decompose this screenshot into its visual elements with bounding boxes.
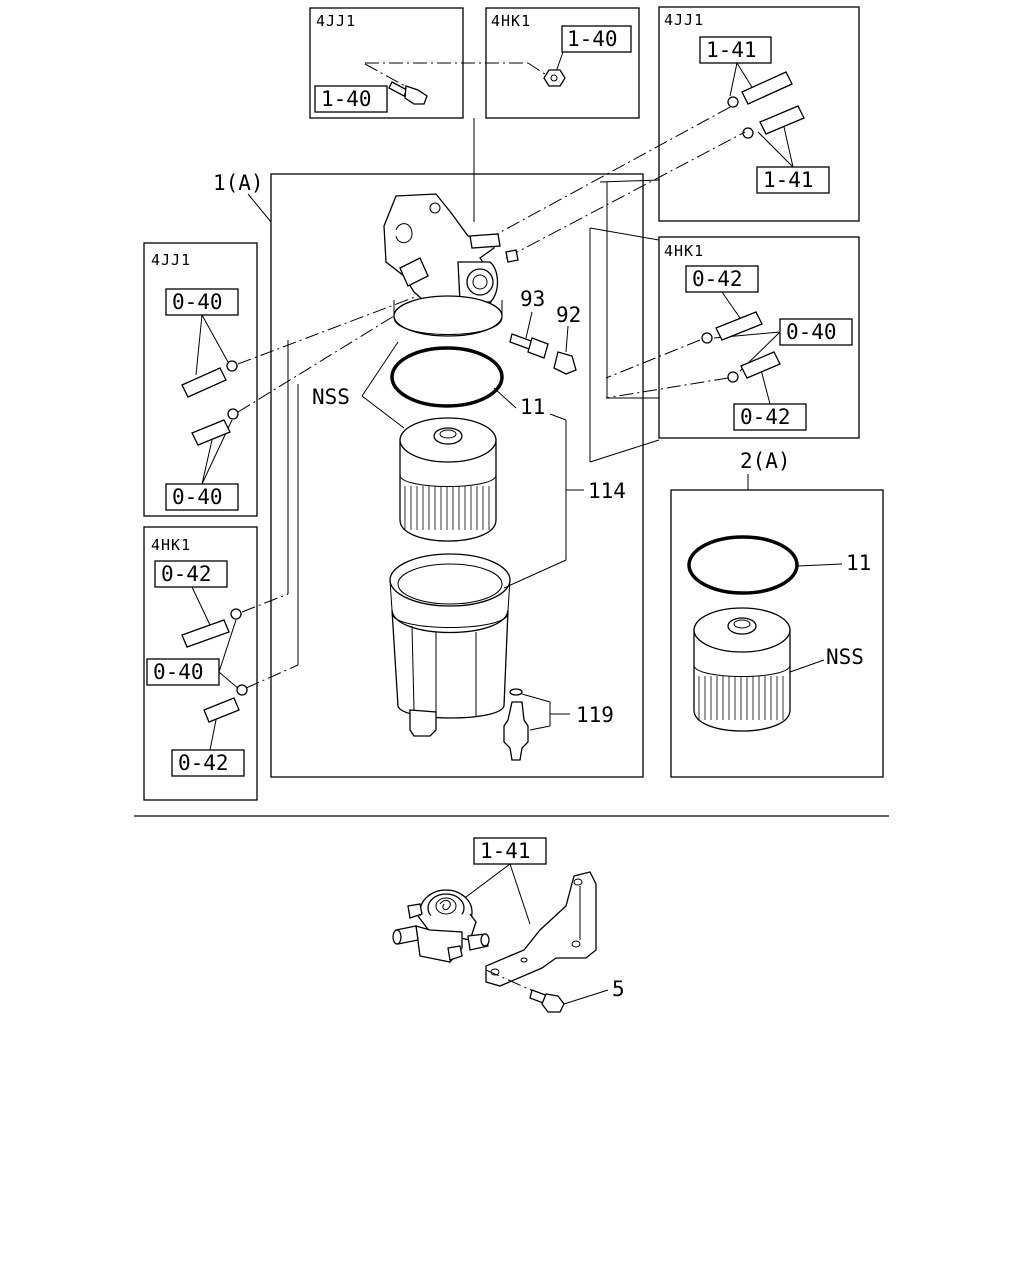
- inset-mid-right-engine: 4HK1: [664, 242, 704, 260]
- filter-element-icon: [399, 417, 497, 542]
- bottom-assembly-ref: 1-41: [480, 839, 531, 863]
- water-sensor-icon: [503, 688, 529, 761]
- assembly-kit: 2(A) 11 NSS: [670, 449, 884, 778]
- inset-mid-right-ref-a: 0-42: [692, 267, 743, 291]
- hose-clamp-icon: [181, 360, 239, 446]
- inset-left-lower: 4HK1 0-42 0-40 0-42: [143, 526, 258, 801]
- inset-left-upper-ref-b: 0-40: [172, 485, 223, 509]
- filter-element-icon: [693, 607, 791, 732]
- hose-clamp-icon: [181, 608, 248, 723]
- callout-11: 11: [520, 395, 545, 419]
- filter-bowl-icon: [389, 553, 511, 737]
- assembly-main-callout: 1(A): [213, 171, 264, 195]
- priming-pump-icon: [392, 889, 490, 963]
- callout-nss: NSS: [312, 385, 350, 409]
- inset-top-right-ref-b: 1-41: [763, 168, 814, 192]
- bolt-icon: [388, 81, 428, 105]
- bolt-icon: [485, 969, 565, 1013]
- callout-5: 5: [612, 977, 625, 1001]
- inset-mid-right: 4HK1 0-42 0-40 0-42: [658, 236, 860, 439]
- assembly-kit-callout: 2(A): [740, 449, 791, 473]
- inset-left-lower-ref-c: 0-42: [178, 751, 229, 775]
- assembly-kit-element-label: NSS: [826, 645, 864, 669]
- assembly-kit-ring-label: 11: [846, 551, 871, 575]
- callout-93: 93: [520, 287, 545, 311]
- plug-icon: [553, 351, 577, 375]
- bracket-icon: [485, 871, 597, 987]
- inset-top-right-engine: 4JJ1: [664, 11, 704, 29]
- inset-left-lower-ref-a: 0-42: [161, 562, 212, 586]
- hose-clamp-icon: [701, 311, 781, 383]
- callout-119: 119: [576, 703, 614, 727]
- inset-left-upper: 4JJ1 0-40 0-40: [143, 242, 258, 517]
- inset-left-lower-ref-b: 0-40: [153, 660, 204, 684]
- callout-114: 114: [588, 479, 626, 503]
- filter-head: [383, 193, 519, 337]
- o-ring-icon: [687, 535, 799, 595]
- nut-icon: [543, 69, 566, 87]
- inset-mid-right-ref-b: 0-40: [786, 320, 837, 344]
- o-ring-icon: [390, 346, 504, 408]
- inset-top-left: 4JJ1 1-40: [309, 7, 464, 119]
- inset-left-lower-engine: 4HK1: [151, 536, 191, 554]
- inset-mid-right-ref-c: 0-42: [740, 405, 791, 429]
- inset-top-right: 4JJ1 1-41 1-41: [658, 6, 860, 222]
- inset-top-right-ref-a: 1-41: [706, 38, 757, 62]
- bottom-assembly: 1-41 5: [392, 837, 625, 1013]
- bleed-screw-icon: [509, 333, 549, 359]
- inset-top-mid: 4HK1 1-40: [485, 7, 640, 119]
- inset-top-mid-ref: 1-40: [567, 27, 618, 51]
- inset-top-left-engine: 4JJ1: [316, 12, 356, 30]
- hose-clamp-icon: [727, 71, 805, 139]
- inset-top-left-ref: 1-40: [321, 87, 372, 111]
- inset-left-upper-ref-a: 0-40: [172, 290, 223, 314]
- assembly-main: 1(A): [213, 118, 660, 778]
- inset-top-mid-engine: 4HK1: [491, 12, 531, 30]
- callout-92: 92: [556, 303, 581, 327]
- inset-left-upper-engine: 4JJ1: [151, 251, 191, 269]
